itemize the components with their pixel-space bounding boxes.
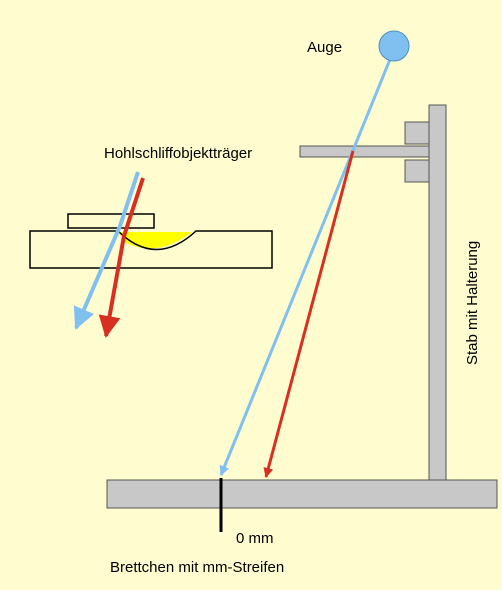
label-eye: Auge [307, 39, 342, 56]
label-slide: Hohlschliffobjektträger [104, 145, 252, 162]
label-zero: 0 mm [236, 530, 274, 547]
label-rod: Stab mit Halterung [464, 241, 481, 365]
clamp-lower [404, 159, 430, 183]
holder-arm [299, 145, 430, 158]
eye-circle [378, 30, 410, 62]
label-board: Brettchen mit mm-Streifen [110, 559, 284, 576]
clamp-upper [404, 121, 430, 145]
detail-ray-red [98, 177, 145, 338]
base-board [106, 479, 498, 509]
main-ray-red [263, 150, 355, 478]
detail-ray-blue [73, 171, 140, 330]
main-ray-blue [219, 51, 395, 476]
cover-glass [67, 213, 155, 229]
rod [428, 104, 447, 481]
